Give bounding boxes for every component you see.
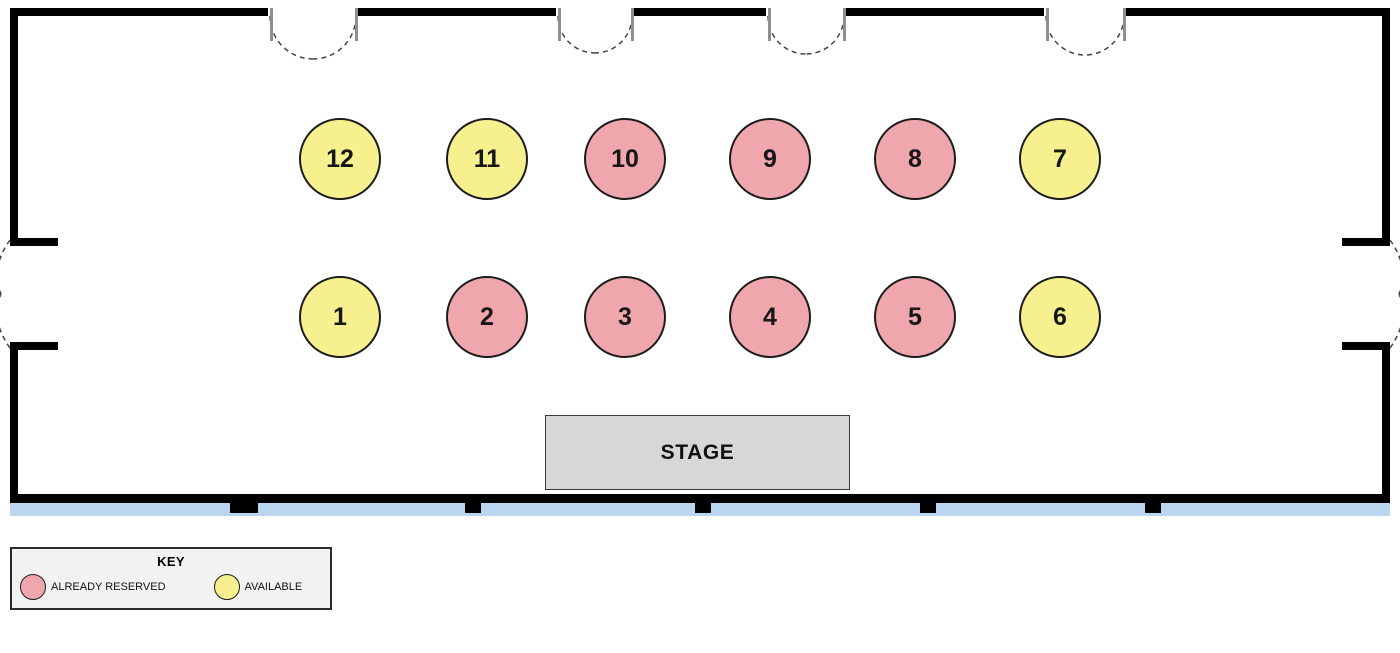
reserved-swatch-icon xyxy=(20,574,46,600)
available-swatch-icon xyxy=(213,574,240,600)
window-mullion xyxy=(920,503,936,513)
wall-top-segment xyxy=(10,8,268,16)
table-6[interactable]: 6 xyxy=(1019,276,1101,358)
wall-return-stub xyxy=(10,342,58,350)
legend-title: KEY xyxy=(157,554,185,569)
door-jamb xyxy=(355,8,358,41)
door-jamb xyxy=(270,8,273,41)
table-11[interactable]: 11 xyxy=(446,118,528,200)
door-jamb xyxy=(768,8,771,41)
table-2[interactable]: 2 xyxy=(446,276,528,358)
legend-item-available: AVAILABLE xyxy=(213,574,303,600)
wall-left-segment xyxy=(10,348,18,503)
wall-return-stub xyxy=(1342,238,1390,246)
wall-left-segment xyxy=(10,8,18,240)
door-jamb xyxy=(558,8,561,41)
stage: STAGE xyxy=(545,415,850,490)
wall-bottom xyxy=(10,494,1390,503)
wall-top-segment xyxy=(1126,8,1390,16)
wall-top-segment xyxy=(846,8,1044,16)
table-9[interactable]: 9 xyxy=(729,118,811,200)
door-jamb xyxy=(1046,8,1049,41)
window-mullion xyxy=(1145,503,1161,513)
table-1[interactable]: 1 xyxy=(299,276,381,358)
wall-top-segment xyxy=(634,8,766,16)
window-mullion xyxy=(465,503,481,513)
table-7[interactable]: 7 xyxy=(1019,118,1101,200)
window-mullion xyxy=(695,503,711,513)
table-8[interactable]: 8 xyxy=(874,118,956,200)
window-mullion xyxy=(230,503,258,513)
wall-right-segment xyxy=(1382,8,1390,240)
table-3[interactable]: 3 xyxy=(584,276,666,358)
table-12[interactable]: 12 xyxy=(299,118,381,200)
wall-top-segment xyxy=(358,8,556,16)
legend-item-label: ALREADY RESERVED xyxy=(51,581,166,593)
legend-box: KEY ALREADY RESERVED AVAILABLE xyxy=(10,547,332,610)
table-5[interactable]: 5 xyxy=(874,276,956,358)
wall-right-segment xyxy=(1382,348,1390,503)
wall-return-stub xyxy=(1342,342,1390,350)
wall-return-stub xyxy=(10,238,58,246)
legend-item-reserved: ALREADY RESERVED xyxy=(20,574,166,600)
table-4[interactable]: 4 xyxy=(729,276,811,358)
table-10[interactable]: 10 xyxy=(584,118,666,200)
door-jamb xyxy=(1123,8,1126,41)
legend-item-label: AVAILABLE xyxy=(244,581,303,593)
door-jamb xyxy=(631,8,634,41)
door-jamb xyxy=(843,8,846,41)
